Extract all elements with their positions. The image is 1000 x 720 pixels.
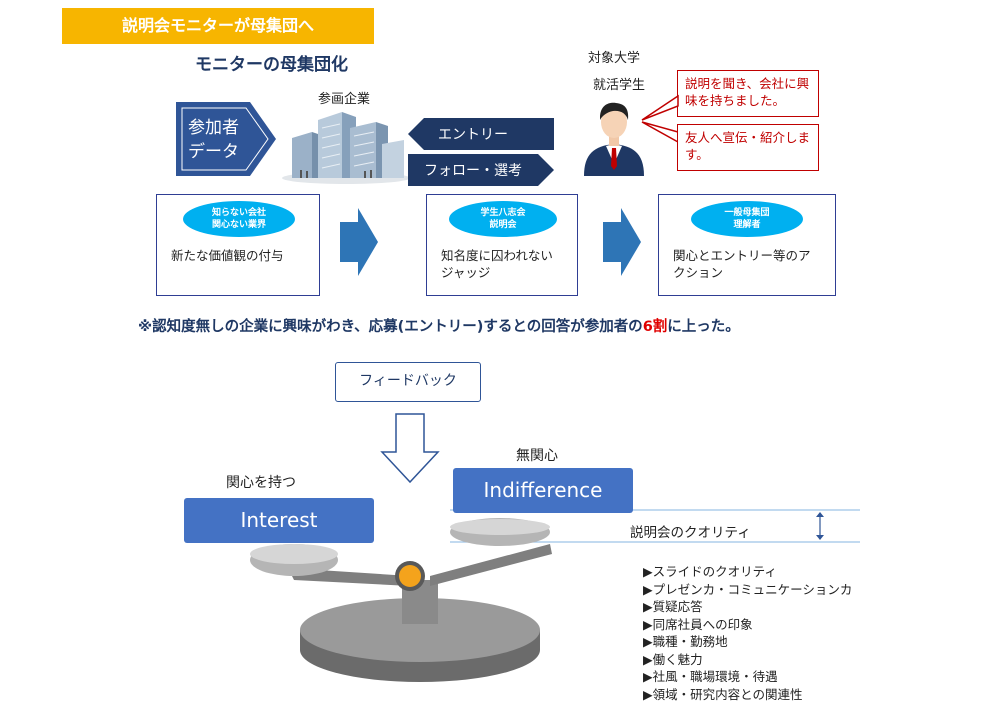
- bubble-tail-icon: [641, 94, 679, 144]
- process-text-line: クション: [673, 265, 724, 280]
- speech-bubble-interest: 説明を聞き、会社に興味を持ちました。: [677, 70, 819, 117]
- list-item: ▶スライドのクオリティ: [643, 564, 777, 579]
- right-arrow-icon: [603, 208, 641, 276]
- note-highlight: 6割: [642, 319, 668, 335]
- process-oval: 一般母集団 理解者: [691, 201, 803, 237]
- participant-data-line1: 参加者: [188, 118, 239, 138]
- process-oval: 学生八志会 説明会: [449, 201, 557, 237]
- participant-data-arrow: 参加者 データ: [176, 102, 276, 176]
- process-text-line: 知名度に囚われない: [441, 248, 553, 263]
- header-banner: 説明会モニターが母集団へ: [62, 8, 374, 44]
- speech-bubble-referral: 友人へ宣伝・紹介します。: [677, 124, 819, 171]
- interest-box: Interest: [184, 498, 374, 543]
- process-oval: 知らない会社 関心ない業界: [183, 201, 295, 237]
- oval-line: 理解者: [733, 220, 761, 230]
- oval-line: 一般母集団: [724, 208, 770, 218]
- list-item: ▶領域・研究内容との関連性: [643, 686, 803, 702]
- list-item: ▶質疑応答: [643, 599, 703, 614]
- survey-note: ※認知度無しの企業に興味がわき、応募(エントリー)するとの回答が参加者の6割に上…: [138, 315, 740, 336]
- down-arrow-icon: [380, 413, 440, 484]
- oval-line: 関心ない業界: [211, 220, 266, 230]
- note-text-end: に上った。: [667, 319, 740, 335]
- process-text-line: 関心とエントリー等のア: [673, 248, 811, 263]
- list-item: ▶社風・職場環境・待遇: [643, 669, 778, 684]
- student-label-jobseeker: 就活学生: [593, 78, 646, 93]
- section-subtitle: モニターの母集団化: [195, 55, 348, 75]
- process-box-population: 一般母集団 理解者 関心とエントリー等のア クション: [658, 194, 836, 296]
- process-text: 関心とエントリー等のア クション: [673, 247, 811, 281]
- company-label: 参画企業: [318, 92, 371, 107]
- process-text: 新たな価値観の付与: [171, 248, 284, 263]
- feedback-box: フィードバック: [335, 362, 481, 402]
- buildings-icon: [278, 104, 413, 184]
- entry-label: エントリー: [438, 127, 508, 143]
- student-label-university: 対象大学: [588, 51, 641, 66]
- oval-line: 学生八志会: [480, 208, 526, 218]
- follow-label: フォロー・選考: [424, 163, 522, 179]
- list-item: ▶同席社員への印象: [643, 616, 753, 632]
- follow-arrow: フォロー・選考: [408, 154, 554, 186]
- list-item: ▶働く魅力: [643, 651, 703, 667]
- seminar-quality-label: 説明会のクオリティ: [630, 525, 751, 541]
- right-arrow-icon: [340, 208, 378, 276]
- list-item: ▶プレゼンカ・コミュニケーションカ: [643, 581, 853, 597]
- entry-arrow: エントリー: [408, 118, 554, 150]
- interest-caption: 関心を持つ: [226, 475, 296, 491]
- oval-line: 説明会: [489, 220, 517, 230]
- quality-factor-list: ▶スライドのクオリティ ▶プレゼンカ・コミュニケーションカ ▶質疑応答 ▶同席社…: [643, 563, 852, 703]
- process-box-new-values: 知らない会社 関心ない業界 新たな価値観の付与: [156, 194, 320, 296]
- process-text-line: ジャッジ: [441, 265, 491, 280]
- note-text: ※認知度無しの企業に興味がわき、応募(エントリー)するとの回答が参加者の: [138, 319, 643, 335]
- indifference-box: Indifference: [453, 468, 633, 513]
- indifference-caption: 無関心: [516, 448, 558, 464]
- balance-scale-icon: [250, 518, 552, 682]
- participant-data-line2: データ: [188, 142, 239, 162]
- list-item: ▶職種・勤務地: [643, 634, 728, 649]
- process-box-seminar: 学生八志会 説明会 知名度に囚われない ジャッジ: [426, 194, 578, 296]
- businessman-icon: [580, 94, 648, 176]
- process-text: 知名度に囚われない ジャッジ: [441, 247, 553, 281]
- oval-line: 知らない会社: [211, 208, 266, 218]
